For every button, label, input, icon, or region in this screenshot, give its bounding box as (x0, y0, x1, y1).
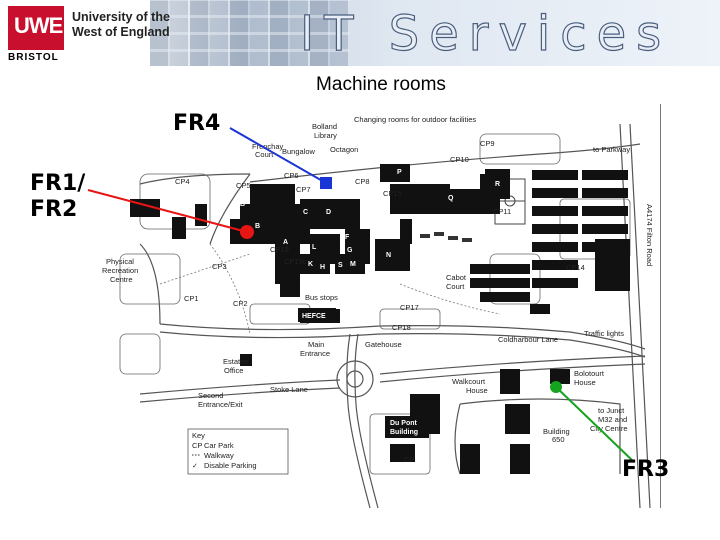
label-a4174: A4174 Filton Road (645, 204, 654, 266)
cp6: CP6 (284, 171, 299, 180)
label-walkcourt-house: House (466, 386, 488, 395)
fr2-label: FR2 (30, 197, 78, 222)
label-dupont-building: Building (390, 429, 418, 436)
label-stoke-lane: Stoke Lane (270, 385, 308, 394)
blk-n: N (386, 252, 391, 259)
blk-m: M (350, 261, 356, 268)
label-cabot-court: Court (446, 282, 465, 291)
blk-k: K (308, 261, 313, 268)
label-coldharbour-lane: Coldharbour Lane (498, 335, 558, 344)
department-title: IT Services (299, 5, 672, 62)
blk-q: Q (448, 195, 454, 202)
svg-text:✓: ✓ (192, 463, 198, 470)
blk-d: D (326, 209, 331, 216)
label-key-cp-code: CP (192, 441, 202, 450)
blk-p: P (397, 169, 402, 176)
label-to-junct: to Junct (598, 406, 625, 415)
label-physical: Physical (106, 257, 134, 266)
cp19: CP19 (270, 245, 289, 254)
cp5: CP5 (236, 181, 251, 190)
label-court: Court (255, 150, 274, 159)
label-changing-rooms: Changing rooms for outdoor facilities (354, 115, 476, 124)
blk-g: G (347, 247, 353, 254)
label-dupont: Du Pont (390, 420, 417, 427)
label-key-car-park: Car Park (204, 441, 234, 450)
label-key-disabled: Disable Parking (204, 461, 257, 470)
label-recreation: Recreation (102, 266, 138, 275)
blk-j: J (312, 277, 316, 284)
label-bolotourt: Bolotourt (574, 369, 605, 378)
label-m32: M32 and (598, 415, 627, 424)
cp8: CP8 (355, 177, 370, 186)
cp3: CP3 (212, 262, 227, 271)
label-bolland: Bolland (312, 122, 337, 131)
blk-b2: B (255, 223, 260, 230)
blk-c: C (303, 209, 308, 216)
keyboard-photo-rows (150, 0, 350, 66)
university-name: University of the West of England (72, 10, 170, 39)
fr1-label: FR1/ (30, 171, 86, 196)
label-650: 650 (552, 435, 565, 444)
blk-f: F (345, 234, 350, 241)
label-traffic-lights: Traffic lights (584, 329, 624, 338)
label-to-parkway: to Parkway (593, 145, 630, 154)
label-city-centre: City Centre (590, 424, 628, 433)
label-key-walkway: Walkway (204, 451, 234, 460)
blk-h: H (320, 264, 325, 271)
cp14: CP14 (566, 263, 585, 272)
cp17: CP17 (400, 303, 419, 312)
cp10: CP10 (450, 155, 469, 164)
label-key-title: Key (192, 431, 205, 440)
label-bungalow: Bungalow (282, 147, 316, 156)
label-entrance-exit: Entrance/Exit (198, 400, 244, 409)
blk-r: R (495, 181, 500, 188)
cp1: CP1 (184, 294, 199, 303)
cp2: CP2 (233, 299, 248, 308)
label-gatehouse: Gatehouse (365, 340, 402, 349)
cp9: CP9 (480, 139, 495, 148)
label-hefce: HEFCE (302, 313, 326, 320)
fr3-label: FR3 (622, 457, 670, 482)
label-bus-stops: Bus stops (305, 293, 338, 302)
label-octagon: Octagon (330, 145, 358, 154)
uwe-logo (8, 6, 64, 50)
cp4: CP4 (175, 177, 190, 186)
label-estates: Estates (223, 357, 248, 366)
label-library: Library (314, 131, 337, 140)
campus-map: Changing rooms for outdoor facilities Bo… (100, 104, 661, 509)
blk-l: L (312, 244, 317, 251)
blk-s: S (338, 262, 343, 269)
cp7: CP7 (296, 185, 311, 194)
label-bolotourt-house: House (574, 378, 596, 387)
label-second: Second (198, 391, 223, 400)
label-centre: Centre (110, 275, 133, 284)
label-office: Office (224, 366, 243, 375)
slide-title: Machine rooms (316, 74, 446, 95)
cp15: CP15 (383, 189, 402, 198)
blk-b: B (240, 201, 245, 208)
cp18: CP18 (392, 323, 411, 332)
cp19c: CP19c (284, 257, 307, 266)
blk-a: A (283, 239, 288, 246)
header-banner: UWE BRISTOL University of the West of En… (0, 0, 720, 66)
cp-bottom: CP (404, 455, 414, 464)
label-walkcourt: Walkcourt (452, 377, 486, 386)
campus-map-drawing: Changing rooms for outdoor facilities Bo… (102, 115, 654, 509)
label-main: Main (308, 340, 324, 349)
label-entrance: Entrance (300, 349, 330, 358)
blk-e: E (360, 211, 365, 218)
cp11: CP11 (493, 207, 511, 216)
fr4-label: FR4 (173, 111, 221, 136)
label-cabot: Cabot (446, 273, 467, 282)
uwe-logo-text: UWE (14, 13, 63, 38)
uwe-logo-bristol: BRISTOL (8, 52, 59, 63)
